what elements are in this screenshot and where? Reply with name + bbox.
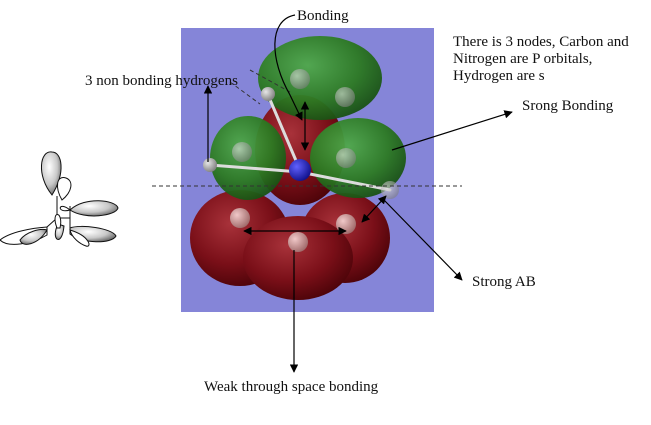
nodes-note-line: Nitrogen are P orbitals, xyxy=(453,51,593,67)
carbon-atom xyxy=(288,232,308,252)
hydrogen-atom xyxy=(335,87,355,107)
bonds xyxy=(208,93,392,192)
node-lines xyxy=(152,69,462,187)
nodes-note: There is 3 nodes, Carbon and Nitrogen ar… xyxy=(453,34,629,85)
weak-through-space-label: Weak through space bonding xyxy=(204,379,379,395)
strong-ab-arrow xyxy=(383,199,463,281)
strong-ab-label: Strong AB xyxy=(472,274,536,290)
hydrogen-atom xyxy=(381,181,399,199)
hydrogen-atom xyxy=(203,158,217,172)
non-bonding-hydrogens-label: 3 non bonding hydrogens xyxy=(85,73,238,89)
carbon-atom xyxy=(230,208,250,228)
hydrogen-atom xyxy=(290,69,310,89)
p-orbital-sketch xyxy=(0,151,119,247)
strong-bonding-arrow xyxy=(391,110,513,151)
nodes-note-line: Hydrogen are s xyxy=(453,68,545,84)
bonding-label: Bonding xyxy=(297,8,349,24)
hydrogen-atom xyxy=(336,148,356,168)
antibonding-lobe xyxy=(243,216,353,300)
strong-ab-double-arrow xyxy=(361,195,387,223)
hydrogen-atom xyxy=(232,142,252,162)
bonding-arrow xyxy=(274,14,303,121)
atoms xyxy=(203,69,399,252)
strong-bonding-label: Srong Bonding xyxy=(522,98,614,114)
hydrogen-atom xyxy=(261,87,275,101)
bonding-lobe xyxy=(258,36,382,120)
nodes-note-line: There is 3 nodes, Carbon and xyxy=(453,34,629,50)
nitrogen-atom xyxy=(289,159,311,181)
annotation-arrows xyxy=(203,14,513,373)
